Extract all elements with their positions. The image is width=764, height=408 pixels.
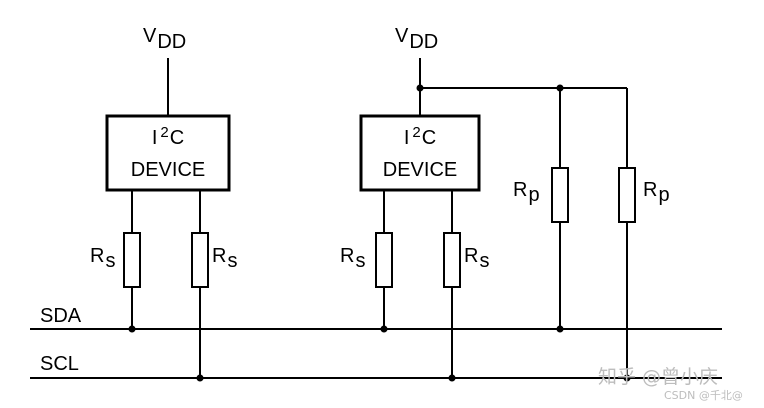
junctions <box>128 84 631 382</box>
zhihu-watermark: 知乎 @曾小庆 <box>598 366 718 388</box>
vdd-label-2: VDD <box>395 25 438 53</box>
junction-dot <box>556 84 564 92</box>
device1-label: DEVICE <box>131 159 205 181</box>
rs-resistor-3 <box>375 232 393 288</box>
sda-label: SDA <box>40 305 82 327</box>
rp-resistor-2 <box>618 167 636 223</box>
device2-box <box>359 114 481 192</box>
junction-dot <box>128 325 136 333</box>
junction-dot <box>196 374 204 382</box>
rs-resistor-2 <box>191 232 209 288</box>
resistors <box>123 167 636 288</box>
rs-resistor-1 <box>123 232 141 288</box>
junction-dot <box>448 374 456 382</box>
rs-label-1: Rs <box>90 245 115 272</box>
rs-label-3: Rs <box>340 245 365 272</box>
device2-label: DEVICE <box>383 159 457 181</box>
junction-dot <box>380 325 388 333</box>
junction-dot <box>416 84 424 92</box>
device1-box <box>105 114 231 192</box>
csdn-watermark: CSDN @千北@ <box>664 389 743 402</box>
wires <box>30 58 722 379</box>
junction-dot <box>623 374 631 382</box>
rp-label-2: Rp <box>643 179 670 206</box>
rs-resistor-4 <box>443 232 461 288</box>
vdd-label-1: VDD <box>143 25 186 53</box>
rp-label-1: Rp <box>513 179 540 206</box>
junction-dot <box>556 325 564 333</box>
rp-resistor-1 <box>551 167 569 223</box>
scl-label: SCL <box>40 353 79 375</box>
rs-label-4: Rs <box>464 245 489 272</box>
rs-label-2: Rs <box>212 245 237 272</box>
